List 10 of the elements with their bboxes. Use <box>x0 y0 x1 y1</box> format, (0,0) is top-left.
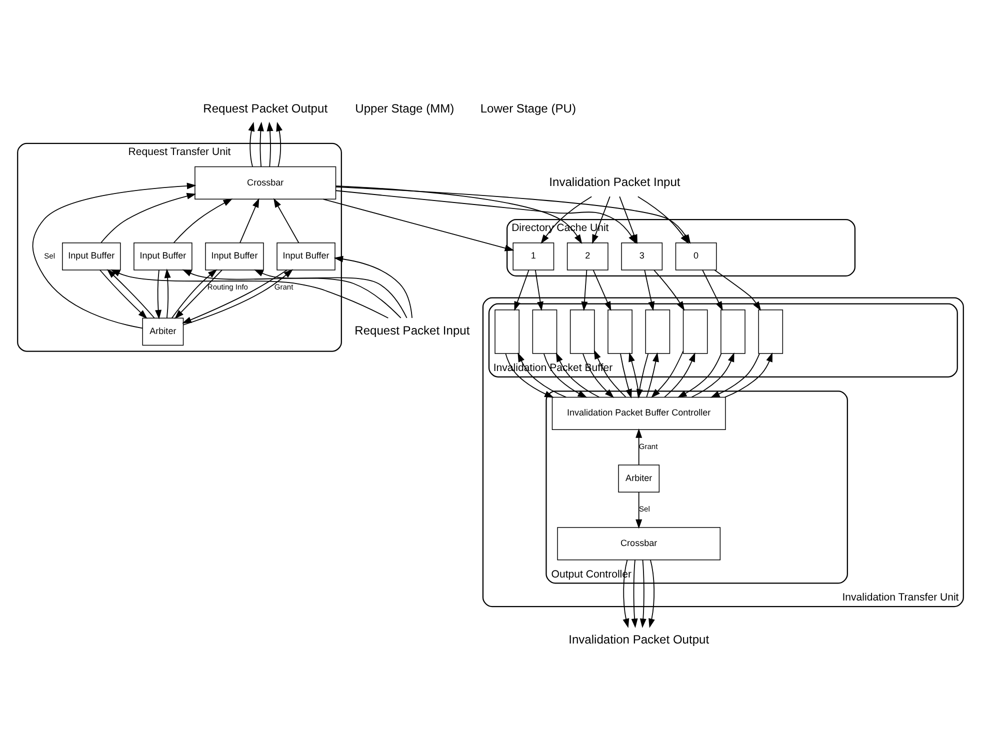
edge-label: Sel <box>639 504 650 514</box>
edge-label: Routing Info <box>207 282 248 292</box>
node-text: Invalidation Packet Output <box>568 632 710 646</box>
label: Upper Stage (MM) <box>355 100 454 115</box>
edge-label: Sel <box>44 250 56 260</box>
node-text: Request Packet Input <box>354 323 470 338</box>
node-text: Request Packet Output <box>203 100 328 115</box>
label: Lower Stage (PU) <box>480 100 576 115</box>
node-text: Invalidation Packet Input <box>549 174 680 188</box>
edge-label: Grant <box>274 282 294 292</box>
